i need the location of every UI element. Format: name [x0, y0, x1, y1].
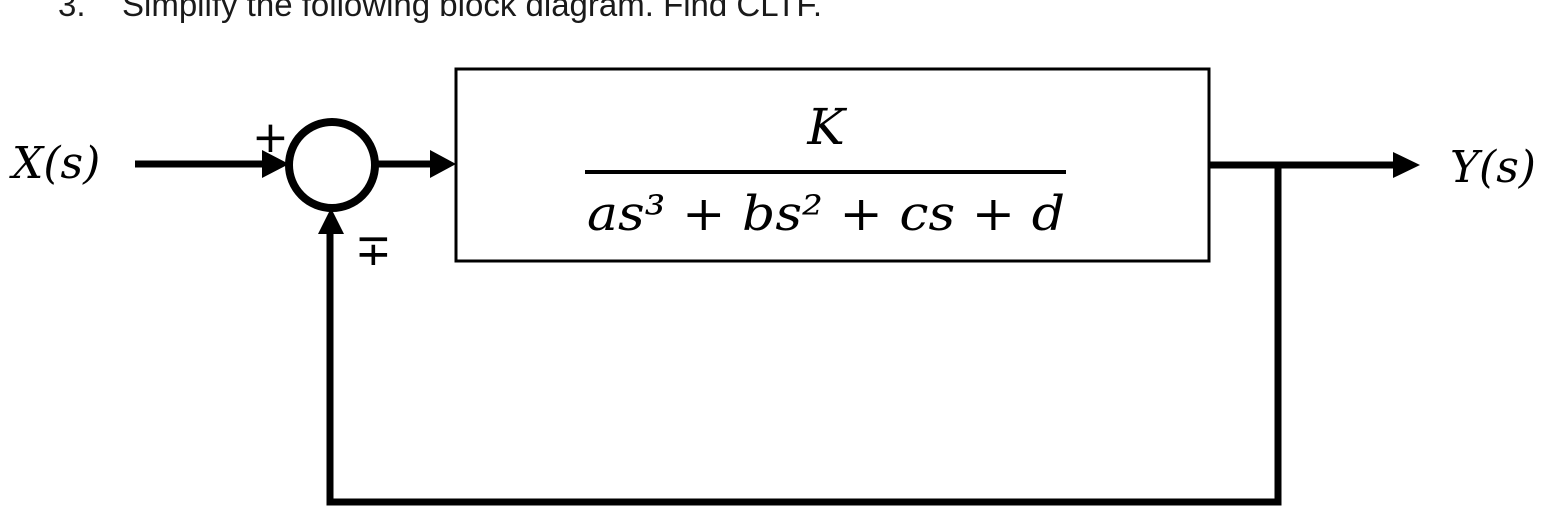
feedback-path — [326, 165, 1282, 506]
error-arrow-head — [430, 150, 456, 178]
output-label: Y(s) — [1450, 142, 1536, 193]
transfer-function-block — [454, 67, 1211, 263]
feedback-arrow-head — [318, 208, 344, 234]
question-number: 3. — [58, 0, 86, 23]
input-label: X(s) — [9, 138, 100, 189]
summing-junction — [285, 118, 379, 212]
block-denominator: as³ + bs² + cs + d — [587, 186, 1065, 242]
sum-sign-feedback: ∓ — [355, 225, 392, 276]
input-arrow-head — [262, 150, 289, 178]
block-numerator: K — [806, 98, 847, 156]
sum-sign-input: + — [252, 112, 289, 163]
output-arrow-head — [1393, 152, 1420, 178]
question-line: 3. Simplify the following block diagram. … — [58, 0, 822, 24]
question-text: Simplify the following block diagram. Fi… — [122, 0, 822, 23]
